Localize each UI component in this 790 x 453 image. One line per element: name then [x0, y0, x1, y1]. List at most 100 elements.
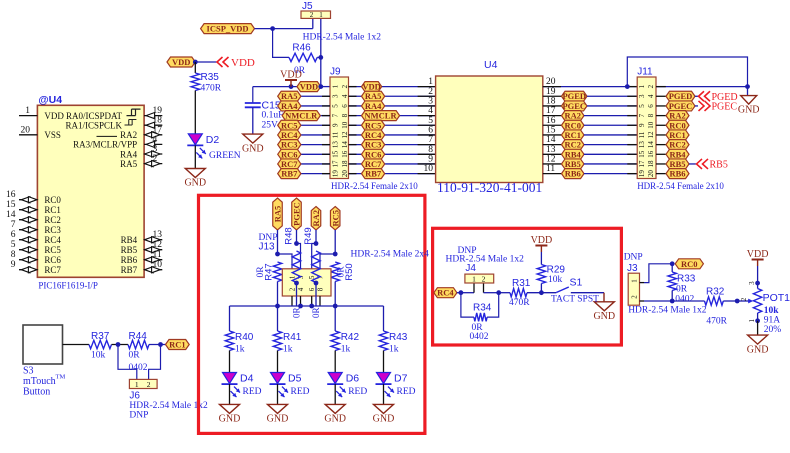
svg-text:11: 11: [638, 131, 646, 138]
svg-text:18: 18: [341, 160, 349, 168]
svg-text:1: 1: [319, 11, 323, 19]
svg-text:10: 10: [153, 260, 163, 270]
svg-text:DNP: DNP: [624, 253, 643, 263]
svg-text:RC2: RC2: [564, 140, 581, 150]
svg-text:5: 5: [308, 275, 316, 279]
svg-text:ICSP_VDD: ICSP_VDD: [207, 24, 249, 34]
svg-text:PGEC: PGEC: [562, 101, 586, 111]
svg-text:1k: 1k: [341, 345, 351, 355]
svg-text:470R: 470R: [201, 84, 222, 94]
svg-text:RA5: RA5: [365, 91, 382, 101]
svg-text:D6: D6: [346, 373, 360, 385]
svg-text:20%: 20%: [764, 325, 782, 335]
svg-text:R44: R44: [129, 331, 148, 342]
svg-text:VDD: VDD: [531, 235, 553, 246]
svg-text:1: 1: [25, 106, 30, 116]
svg-text:J13: J13: [259, 242, 276, 253]
svg-text:RC6: RC6: [365, 149, 382, 159]
svg-text:1: 1: [289, 275, 297, 279]
svg-text:10k: 10k: [764, 306, 780, 316]
svg-text:10: 10: [647, 121, 655, 129]
svg-text:20: 20: [546, 77, 556, 87]
svg-text:12: 12: [153, 240, 163, 250]
svg-text:18: 18: [546, 96, 556, 106]
svg-text:1: 1: [748, 319, 756, 323]
svg-text:DNP: DNP: [259, 233, 278, 243]
svg-text:R40: R40: [235, 332, 254, 343]
svg-text:8: 8: [317, 287, 325, 291]
svg-text:91A: 91A: [764, 316, 781, 326]
svg-text:15: 15: [6, 200, 16, 210]
svg-text:19: 19: [638, 170, 646, 178]
svg-text:0R: 0R: [294, 66, 306, 76]
svg-text:POT1: POT1: [763, 292, 790, 304]
svg-text:1k: 1k: [389, 345, 399, 355]
svg-text:PGED: PGED: [562, 91, 586, 101]
svg-text:RC4: RC4: [44, 235, 61, 245]
svg-text:2: 2: [341, 84, 349, 88]
svg-text:20: 20: [647, 170, 655, 178]
svg-text:7: 7: [428, 135, 433, 145]
svg-text:470R: 470R: [509, 298, 530, 308]
svg-text:15: 15: [638, 150, 646, 158]
svg-text:RC6: RC6: [281, 149, 298, 159]
svg-text:17: 17: [638, 160, 646, 168]
svg-text:19: 19: [153, 106, 163, 116]
svg-text:3: 3: [153, 145, 158, 155]
svg-text:14: 14: [647, 141, 655, 149]
svg-text:12: 12: [341, 131, 349, 139]
svg-text:RB4: RB4: [121, 235, 138, 245]
svg-text:6: 6: [647, 104, 655, 108]
svg-text:RC3: RC3: [365, 140, 382, 150]
svg-text:J4: J4: [465, 263, 476, 274]
svg-text:R46: R46: [292, 43, 311, 54]
svg-text:R42: R42: [341, 332, 360, 343]
svg-text:1: 1: [428, 77, 433, 87]
svg-text:2: 2: [153, 154, 158, 164]
svg-text:D5: D5: [288, 373, 302, 385]
svg-text:20: 20: [21, 125, 31, 135]
svg-text:6: 6: [341, 104, 349, 108]
svg-text:@U4: @U4: [38, 94, 62, 106]
svg-text:J5: J5: [302, 1, 313, 12]
svg-text:HDR-2.54 Female 2x10: HDR-2.54 Female 2x10: [637, 181, 724, 191]
svg-text:J6: J6: [129, 391, 140, 402]
svg-text:R34: R34: [473, 303, 492, 314]
svg-text:10: 10: [341, 121, 349, 129]
svg-text:10k: 10k: [548, 275, 563, 285]
svg-text:8: 8: [428, 145, 433, 155]
svg-text:RED: RED: [291, 387, 310, 397]
svg-text:GND: GND: [593, 311, 615, 322]
svg-text:RC4: RC4: [281, 130, 298, 140]
svg-text:0R: 0R: [292, 307, 302, 318]
svg-text:2: 2: [289, 287, 297, 291]
svg-text:U4: U4: [484, 59, 498, 71]
svg-text:3: 3: [428, 96, 433, 106]
svg-text:18: 18: [153, 116, 163, 126]
svg-text:10: 10: [424, 164, 434, 174]
svg-text:RB4: RB4: [565, 149, 582, 159]
svg-text:PGED: PGED: [669, 91, 693, 101]
svg-text:4: 4: [153, 135, 158, 145]
svg-text:RC1: RC1: [564, 130, 581, 140]
svg-text:18: 18: [647, 160, 655, 168]
svg-text:RC0: RC0: [564, 120, 581, 130]
svg-text:VDD: VDD: [231, 57, 255, 69]
svg-text:J9: J9: [330, 67, 341, 78]
svg-text:1k: 1k: [283, 345, 293, 355]
svg-text:2: 2: [147, 380, 151, 389]
svg-text:10k: 10k: [91, 351, 106, 361]
svg-text:PGEC: PGEC: [292, 202, 302, 226]
svg-text:VDD: VDD: [362, 82, 380, 92]
svg-text:TACT SPST: TACT SPST: [551, 294, 599, 304]
svg-text:GND: GND: [373, 414, 395, 425]
svg-text:0R: 0R: [311, 307, 321, 318]
svg-text:VDD: VDD: [300, 82, 318, 92]
svg-text:RB4: RB4: [669, 149, 686, 159]
svg-text:D7: D7: [394, 373, 408, 385]
svg-text:PGEC: PGEC: [669, 101, 693, 111]
svg-text:11: 11: [153, 250, 162, 260]
svg-text:PIC16F1619-I/P: PIC16F1619-I/P: [38, 281, 98, 291]
svg-text:13: 13: [546, 145, 556, 155]
svg-text:R31: R31: [512, 278, 531, 289]
